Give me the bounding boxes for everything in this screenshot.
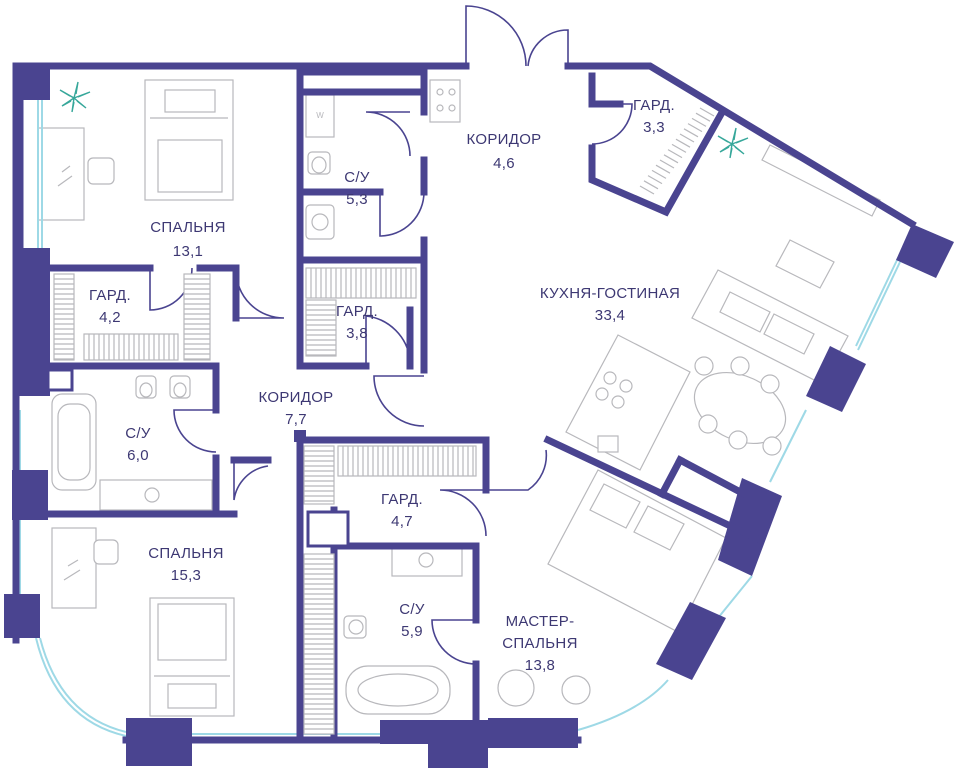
furniture-layer: W (37, 79, 881, 717)
door-icon (465, 5, 527, 67)
room-area: 4,7 (391, 513, 413, 530)
room-name: ГАРД. (633, 97, 675, 114)
wardrobe-rail (83, 333, 179, 361)
desk-icon (37, 127, 85, 221)
room-label-bedroom-1: СПАЛЬНЯ 13,1 (150, 219, 225, 260)
bathtub-icon (345, 665, 451, 715)
room-label-bath-2: С/У 6,0 (125, 425, 151, 464)
doors-layer (149, 5, 633, 665)
room-area: 4,2 (99, 309, 121, 326)
wardrobe-rail (305, 299, 337, 357)
walls-layer (4, 62, 954, 768)
wardrobe-rail (183, 273, 211, 361)
room-label-wardrobe-4: ГАРД. 4,7 (381, 491, 423, 530)
wardrobe-hanger-lines (306, 304, 336, 356)
room-name: КУХНЯ-ГОСТИНАЯ (540, 285, 680, 302)
toilet-icon (135, 375, 191, 399)
bed-icon (144, 79, 234, 201)
wardrobe-hanger-lines (310, 268, 412, 298)
room-label-bedroom-2: СПАЛЬНЯ 15,3 (148, 545, 223, 584)
room-area: 7,7 (285, 411, 307, 428)
room-label-wardrobe-3: ГАРД. 3,8 (336, 303, 378, 342)
bathtub-icon (51, 393, 97, 491)
room-area: 3,3 (643, 119, 665, 136)
sink-icon (305, 204, 335, 240)
room-area: 6,0 (127, 447, 149, 464)
wardrobe-hanger-lines (304, 450, 334, 502)
room-label-bath-3: С/У 5,9 (399, 601, 425, 640)
room-area: 3,8 (346, 325, 368, 342)
room-label-corridor-2: КОРИДОР 7,7 (259, 389, 334, 428)
room-area: 5,9 (401, 623, 423, 640)
room-name: ГАРД. (89, 287, 131, 304)
wardrobe-hanger-lines (304, 558, 334, 730)
armchair-icon (497, 669, 591, 707)
sink-icon (99, 479, 213, 511)
door-icon (235, 269, 285, 319)
room-area: 13,1 (173, 243, 203, 260)
room-name: ГАРД. (381, 491, 423, 508)
room-name-line-2: СПАЛЬНЯ (502, 635, 577, 652)
door-icon (373, 375, 425, 427)
room-area: 33,4 (595, 307, 625, 324)
door-icon (365, 111, 411, 157)
room-label-master-bedroom: МАСТЕР- СПАЛЬНЯ 13,8 (502, 613, 577, 674)
chair-icon (87, 157, 115, 185)
wardrobe-hanger-lines (184, 278, 210, 360)
toilet-icon (343, 615, 367, 639)
room-name: С/У (399, 601, 425, 618)
toilet-icon (307, 151, 331, 175)
room-name: КОРИДОР (259, 389, 334, 406)
room-label-bath-1: С/У 5,3 (344, 169, 370, 208)
room-name: КОРИДОР (467, 131, 542, 148)
room-label-wardrobe-2: ГАРД. 4,2 (89, 287, 131, 326)
room-label-kitchen-living: КУХНЯ-ГОСТИНАЯ 33,4 (540, 285, 680, 324)
door-icon (173, 409, 217, 453)
door-icon (233, 460, 269, 501)
door-icon (431, 619, 477, 665)
room-area: 5,3 (346, 191, 368, 208)
door-icon (486, 449, 548, 491)
door-icon (439, 489, 487, 537)
wardrobe-hanger-lines (88, 334, 175, 360)
cabinet-icon (429, 79, 461, 123)
wardrobe-rails-layer (53, 107, 715, 735)
wardrobe-hanger-lines (342, 446, 474, 476)
wardrobe-hanger-lines (54, 278, 74, 360)
door-icon (379, 191, 425, 237)
room-name: СПАЛЬНЯ (150, 219, 225, 236)
door-icon (527, 29, 569, 67)
room-area: 4,6 (493, 155, 515, 172)
room-area: 13,8 (525, 657, 555, 674)
wardrobe-rail (337, 445, 477, 477)
wardrobe-rail (53, 273, 75, 361)
door-icon (365, 315, 411, 366)
dining-table-icon (693, 356, 787, 456)
room-name: С/У (344, 169, 370, 186)
door-icon (591, 103, 633, 145)
room-label-wardrobe-1: ГАРД. 3,3 (633, 97, 675, 136)
desk-icon (51, 527, 97, 609)
sink-icon (391, 547, 463, 577)
plant-icon (717, 127, 749, 159)
plant-icon (59, 81, 91, 113)
bed-icon (149, 597, 235, 717)
washer-icon: W (305, 94, 335, 138)
wardrobe-hanger-lines (639, 107, 715, 195)
kitchen-counter-icon (565, 334, 691, 471)
chair-icon (93, 539, 119, 565)
room-label-corridor-1: КОРИДОР 4,6 (467, 131, 542, 172)
wardrobe-rail (303, 445, 335, 505)
room-area: 15,3 (171, 567, 201, 584)
room-labels: СПАЛЬНЯ 13,1 С/У 5,3 КОРИДОР 4,6 ГАРД. 3… (89, 97, 680, 674)
room-name: СПАЛЬНЯ (148, 545, 223, 562)
room-name: ГАРД. (336, 303, 378, 320)
room-name: С/У (125, 425, 151, 442)
room-name-line-1: МАСТЕР- (506, 613, 575, 630)
svg-text:W: W (316, 111, 324, 120)
